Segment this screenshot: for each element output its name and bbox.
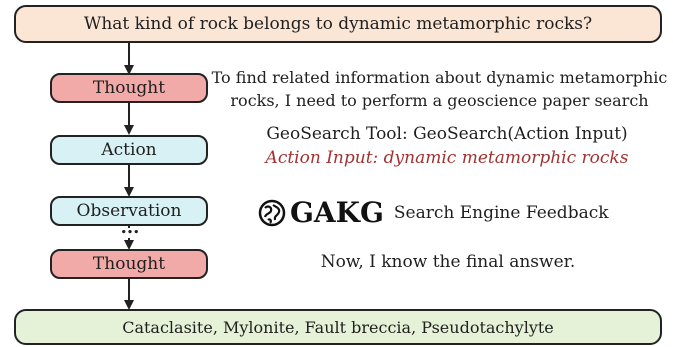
question-text: What kind of rock belongs to dynamic met… xyxy=(83,14,593,34)
globe-icon xyxy=(258,199,286,226)
thought-step-1-label: Thought xyxy=(92,78,166,98)
observation-step: Observation xyxy=(50,196,208,226)
thought-2-description: Now, I know the final answer. xyxy=(320,252,576,272)
ellipsis: ... xyxy=(120,217,140,238)
action-step-label: Action xyxy=(101,140,157,160)
observation-description: GAKG Search Engine Feedback xyxy=(258,196,638,229)
thought-1-line-2: rocks, I need to perform a geoscience pa… xyxy=(230,91,649,110)
gakg-logo-text: GAKG xyxy=(290,196,384,229)
action-input-text: Action Input: dynamic metamorphic rocks xyxy=(265,148,629,168)
thought-step-2: Thought xyxy=(50,249,208,279)
thought-step-1: Thought xyxy=(50,73,208,103)
thought-1-description: To find related information about dynami… xyxy=(208,66,671,112)
search-engine-feedback: Search Engine Feedback xyxy=(393,202,609,223)
answer-box: Cataclasite, Mylonite, Fault breccia, Ps… xyxy=(14,309,662,345)
answer-text: Cataclasite, Mylonite, Fault breccia, Ps… xyxy=(122,317,554,337)
thought-1-line-1: To find related information about dynami… xyxy=(211,68,668,87)
question-box: What kind of rock belongs to dynamic met… xyxy=(14,5,662,43)
action-description: GeoSearch Tool: GeoSearch(Action Input) … xyxy=(232,122,662,170)
gakg-logo: GAKG xyxy=(258,196,384,229)
thought-step-2-label: Thought xyxy=(92,254,166,274)
action-step: Action xyxy=(50,135,208,165)
observation-step-label: Observation xyxy=(76,201,182,221)
action-tool-text: GeoSearch Tool: GeoSearch(Action Input) xyxy=(266,124,628,144)
